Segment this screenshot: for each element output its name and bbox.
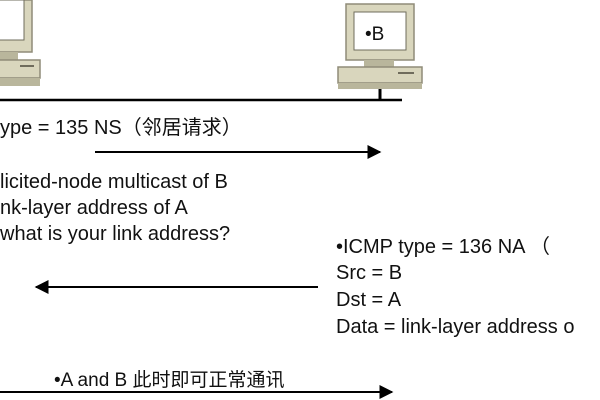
communication-note: •A and B 此时即可正常通讯	[54, 370, 285, 391]
na-type-line: •ICMP type = 136 NA （	[336, 236, 550, 258]
na-dst-line: Dst = A	[336, 289, 402, 311]
ns-dst-line: licited-node multicast of B	[0, 171, 228, 193]
ns-query-line: what is your link address?	[0, 223, 231, 245]
ns-data-line: nk-layer address of A	[0, 197, 188, 219]
na-src-line: Src = B	[336, 262, 403, 284]
ns-type-line: ype = 135 NS（邻居请求）	[0, 117, 242, 139]
host-b-computer-icon	[337, 3, 423, 100]
host-a-computer-icon	[0, 0, 41, 86]
host-b-label: •B	[365, 24, 385, 45]
na-data-line: Data = link-layer address o	[336, 316, 575, 338]
